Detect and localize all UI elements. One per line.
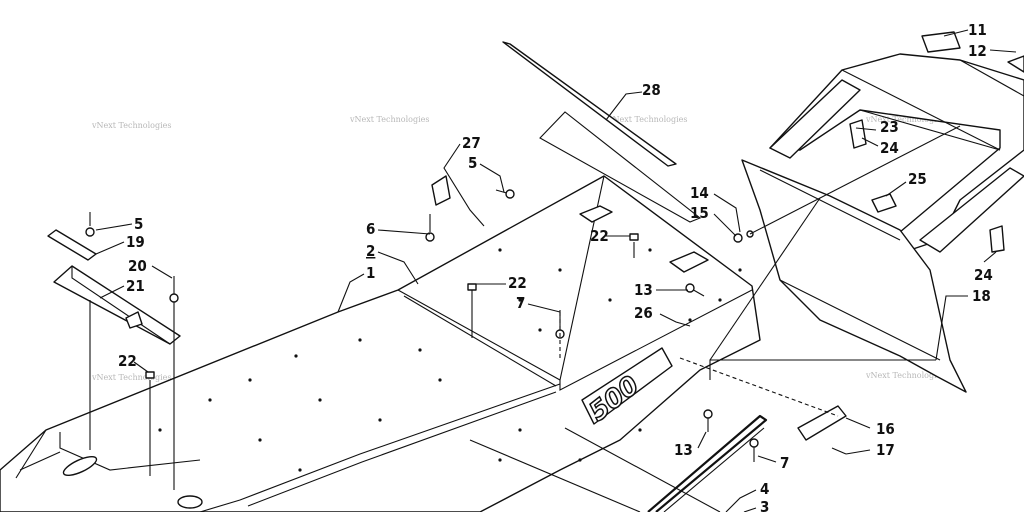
callout-5-top: 5: [468, 154, 477, 172]
part-23-rear-bumper: [769, 31, 1024, 253]
callout-7-bottom: 7: [780, 454, 789, 472]
callout-22-left: 22: [118, 352, 137, 370]
part-16-plate: [797, 405, 847, 441]
part-24-25-brackets: [849, 119, 1005, 253]
callout-28: 28: [642, 81, 661, 99]
part-1-tunnel: [0, 175, 761, 512]
callout-11: 11: [968, 21, 987, 39]
watermark: vNext Technologies: [865, 115, 945, 124]
callout-27: 27: [462, 134, 481, 152]
callout-24-right: 24: [974, 266, 993, 284]
callout-3: 3: [760, 498, 769, 512]
callout-5-left: 5: [134, 215, 143, 233]
callout-25: 25: [908, 170, 927, 188]
watermark: vNext Technologies: [865, 371, 945, 380]
callout-20: 20: [128, 257, 147, 275]
callout-23: 23: [880, 118, 899, 136]
callout-22-mid: 22: [508, 274, 527, 292]
part-3-4-rails: [647, 414, 768, 512]
callout-17: 17: [876, 441, 895, 459]
rivet-dots: [158, 248, 742, 472]
watermark: vNext Technologies: [91, 373, 171, 382]
watermark: vNext Technologies: [349, 115, 429, 124]
callouts: 1 2 3 4 5 5 6 7 7 11 12 13 13 14 15 16 1…: [118, 21, 993, 512]
callout-7-top: 7: [516, 294, 525, 312]
callout-2: 2: [366, 242, 375, 260]
callout-22-right: 22: [590, 227, 609, 245]
callout-14: 14: [690, 184, 709, 202]
part-27-pad: [431, 175, 451, 206]
callout-19: 19: [126, 233, 145, 251]
callout-16: 16: [876, 420, 895, 438]
callout-21: 21: [126, 277, 145, 295]
callout-1: 1: [366, 264, 375, 282]
callout-24-top: 24: [880, 139, 899, 157]
callout-18: 18: [972, 287, 991, 305]
part-28-panel: [502, 41, 702, 223]
watermark: vNext Technologies: [91, 121, 171, 130]
callout-13-top: 13: [634, 281, 653, 299]
part-18-rear-cover: [741, 159, 967, 393]
callout-13-bottom: 13: [674, 441, 693, 459]
callout-15: 15: [690, 204, 709, 222]
part-21-bracket: [53, 265, 181, 345]
callout-4: 4: [760, 480, 769, 498]
watermark: vNext Technologies: [607, 115, 687, 124]
callout-26: 26: [634, 304, 653, 322]
leader-lines: [89, 29, 1017, 512]
callout-6: 6: [366, 220, 375, 238]
callout-12: 12: [968, 42, 987, 60]
